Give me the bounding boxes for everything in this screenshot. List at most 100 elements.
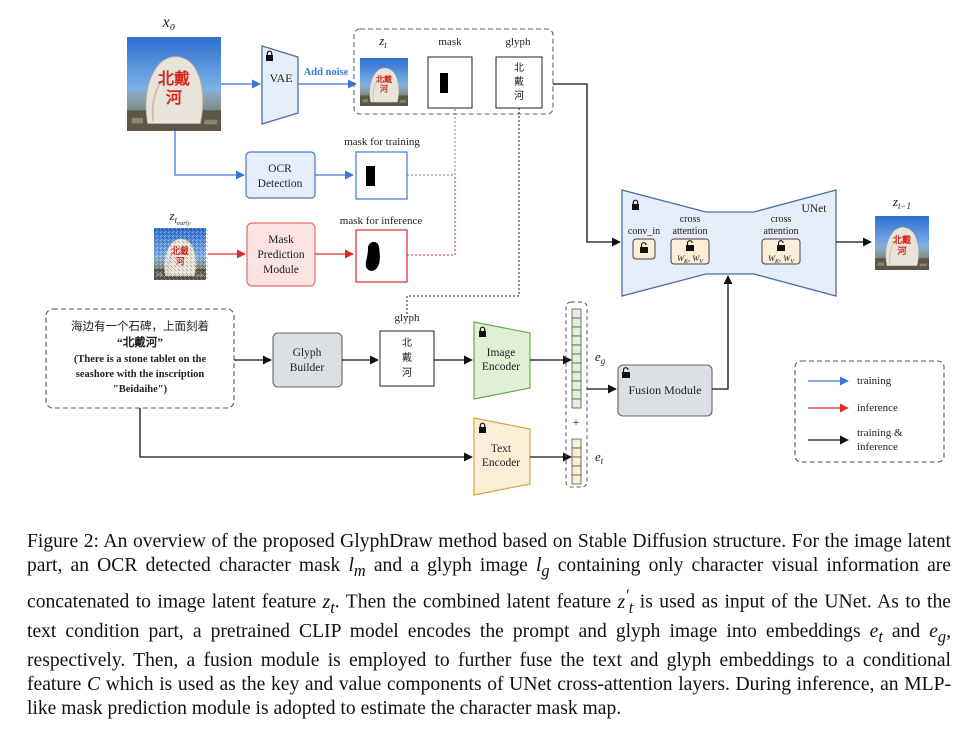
lock-icon (479, 326, 486, 337)
glyph-label: glyph (505, 36, 531, 48)
output-image (875, 216, 929, 270)
unet-label: UNet (802, 203, 828, 215)
glyph-builder-label-1: Glyph (293, 347, 322, 359)
vae-encoder: VAE (261, 45, 299, 125)
glyph-embedding-eg (571, 308, 582, 409)
text-encoder (473, 417, 531, 496)
glyph-mid-char-1: 北 (402, 337, 412, 349)
unlock-icon (640, 242, 648, 253)
embedding-cell (571, 326, 582, 337)
inference-mask-image (355, 229, 408, 283)
mask-block (440, 73, 448, 93)
prompt-english-1: (There is a stone tablet on the (74, 354, 207, 365)
glyph-builder-label-2: Builder (290, 362, 325, 374)
zt-label: zt (378, 33, 387, 50)
embedding-cell (571, 362, 582, 373)
ocr-detection-box (245, 151, 316, 199)
cross-attention-2-block (761, 238, 801, 265)
mpm-label-2: Prediction (257, 249, 305, 261)
mpm-label-3: Module (263, 264, 299, 276)
dotted-inference-mask-link (407, 175, 456, 256)
prompt-chinese-1: 海边有一个石碑，上面刻着 (71, 319, 209, 333)
mpm-label-1: Mask (268, 234, 294, 246)
legend-both-label-1: training & (857, 427, 903, 439)
inference-mask-blob (365, 241, 380, 271)
embedding-cell (571, 456, 582, 467)
vae-label: VAE (269, 71, 292, 85)
source-image-x0 (127, 37, 221, 131)
zt-early-label: ztearly (169, 208, 191, 227)
x0-label: x₀ (162, 14, 176, 31)
fusion-module-label: Fusion Module (628, 383, 701, 397)
glyph-mid-char-2: 戴 (402, 351, 412, 364)
noisy-early-latent-image (152, 228, 208, 280)
cross-attention-1-label-b: attention (673, 226, 708, 237)
plus-sign: + (573, 415, 580, 429)
embedding-cell (571, 308, 582, 319)
cross-attention-2-label-a: cross (771, 214, 792, 225)
prompt-english-3: "Beidaihe") (113, 384, 168, 395)
mask-label: mask (438, 36, 462, 48)
arrow-prompt-to-text-encoder (139, 408, 473, 462)
conv-in-label: conv_in (628, 226, 660, 237)
text-encoder-label-2: Encoder (482, 457, 520, 469)
image-encoder (473, 321, 531, 400)
ocr-label-1: OCR (268, 163, 292, 175)
legend-inference-label: inference (857, 402, 898, 414)
glyph-char-1: 北 (514, 62, 524, 74)
dotted-glyph-link (406, 108, 520, 320)
unlock-icon (777, 240, 785, 251)
fusion-module-box (617, 364, 713, 417)
text-embedding-et (571, 438, 582, 485)
glyph-mid-char-3: 河 (402, 367, 412, 379)
embedding-group (565, 301, 588, 488)
noisy-latent-image (360, 57, 408, 107)
dotted-training-mask-link (407, 108, 456, 176)
embedding-cell (571, 353, 582, 364)
unlock-icon (622, 367, 630, 378)
embedding-cell (571, 335, 582, 346)
et-label: et (595, 449, 604, 466)
glyph-mid-image (379, 330, 435, 387)
glyph-char-3: 河 (514, 90, 524, 102)
mask-image (427, 56, 473, 109)
embedding-cell (571, 371, 582, 382)
glyphdraw-overview-diagram: 北戴 河 x₀ VAE Add noise zt mask glyph (45, 14, 945, 496)
figure-caption: Figure 2: An overview of the proposed Gl… (27, 531, 952, 720)
embedding-cell (571, 465, 582, 476)
legend-box (794, 360, 945, 463)
latent-concat-group (353, 28, 554, 115)
legend-training-label: training (857, 375, 892, 387)
unlock-icon (686, 240, 694, 251)
embedding-cell (571, 438, 582, 449)
glyph-builder-box (272, 332, 343, 388)
glyph-char-2: 戴 (514, 75, 524, 88)
prompt-chinese-2: “北戴河” (117, 335, 163, 349)
ocr-label-2: Detection (258, 178, 303, 190)
prompt-english-2: seashore with the inscription (76, 369, 205, 380)
arrow-latent-to-unet (553, 83, 621, 247)
training-mask-block (366, 166, 375, 186)
embedding-cell (571, 389, 582, 400)
lock-icon (479, 422, 486, 433)
image-encoder-label-1: Image (487, 347, 516, 359)
training-mask-image (355, 151, 408, 200)
cross-attention-1-label-a: cross (680, 214, 701, 225)
zt-minus-1-label: zt−1 (892, 194, 911, 211)
embedding-cell (571, 447, 582, 458)
lock-icon (266, 50, 273, 61)
cross-attention-1-block (670, 238, 710, 265)
mask-inference-label: mask for inference (340, 215, 423, 227)
mask-training-label: mask for training (344, 136, 420, 148)
image-encoder-label-2: Encoder (482, 361, 520, 373)
arrow-fusion-to-unet (712, 275, 733, 390)
wk-wv-1: WK, WV (677, 253, 704, 265)
embedding-cell (571, 317, 582, 328)
eg-label: eg (595, 349, 606, 366)
text-encoder-label-1: Text (491, 443, 512, 455)
embedding-cell (571, 474, 582, 485)
unet (621, 189, 837, 297)
arrow-x0-to-ocr (174, 131, 245, 180)
glyph-mid-label: glyph (394, 312, 420, 324)
embedding-cell (571, 344, 582, 355)
